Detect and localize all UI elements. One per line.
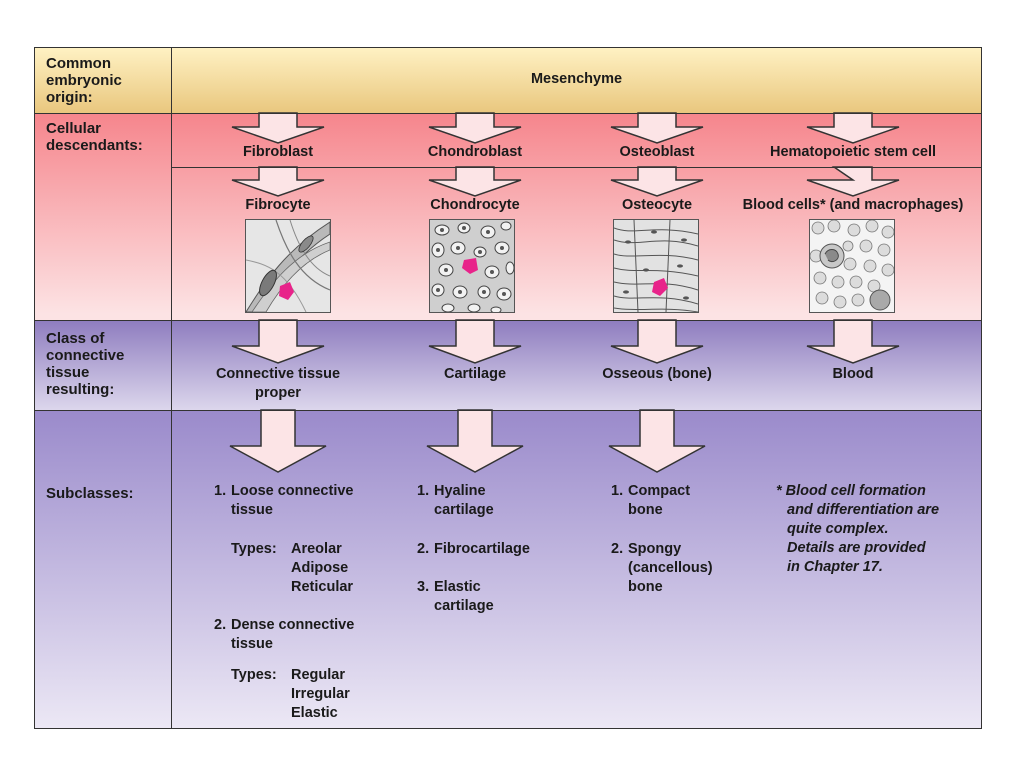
loose-ct-types-label: Types: bbox=[231, 541, 277, 557]
blood-cells-micrograph-icon bbox=[809, 219, 895, 313]
divider-blast-cyte bbox=[171, 167, 982, 168]
subclasses-row bbox=[34, 410, 982, 729]
arrow-osteoblast-to-osteocyte bbox=[610, 166, 704, 197]
blood-cells-label: Blood cells* (and macrophages) bbox=[742, 197, 964, 213]
arrow-chondrocyte-to-cartilage bbox=[428, 319, 522, 364]
chondroblast-label: Chondroblast bbox=[427, 144, 523, 160]
fibroblast-label: Fibroblast bbox=[242, 144, 314, 160]
blood-label: Blood bbox=[832, 366, 874, 382]
arrow-fibroblast-to-fibrocyte bbox=[231, 166, 325, 197]
chondrocyte-label: Chondrocyte bbox=[430, 197, 520, 213]
loose-ct-item: 1.Loose connective tissue bbox=[214, 483, 354, 518]
arrow-chondroblast-to-chondrocyte bbox=[428, 166, 522, 197]
diagram-border bbox=[34, 47, 982, 729]
fibrocyte-label: Fibrocyte bbox=[245, 197, 311, 213]
osteocyte-label: Osteocyte bbox=[621, 197, 693, 213]
elastic-cartilage-item: 3.Elastic cartilage bbox=[417, 579, 494, 614]
arrow-mesenchyme-to-chondroblast bbox=[428, 112, 522, 144]
hematopoietic-stem-cell-label: Hematopoietic stem cell bbox=[770, 144, 936, 160]
header-column-divider bbox=[171, 47, 172, 729]
hyaline-cartilage-item: 1.Hyaline cartilage bbox=[417, 483, 494, 518]
osseous-label: Osseous (bone) bbox=[602, 366, 712, 382]
spongy-bone-item: 2.Spongy (cancellous) bone bbox=[611, 541, 713, 595]
arrow-blood-cells-to-blood bbox=[806, 319, 900, 364]
flow-arrows bbox=[229, 112, 900, 473]
blood-footnote: * Blood cell formation and differentiati… bbox=[776, 483, 940, 575]
origin-row bbox=[34, 47, 982, 113]
arrow-bone-to-subclasses bbox=[608, 409, 706, 473]
divider-origin bbox=[34, 113, 982, 114]
mesenchyme-label: Mesenchyme bbox=[530, 71, 623, 87]
fibrocyte-micrograph-icon bbox=[245, 219, 331, 313]
dense-ct-types-label: Types: bbox=[231, 667, 277, 683]
divider-class bbox=[34, 410, 982, 411]
osteoblast-label: Osteoblast bbox=[619, 144, 695, 160]
chondrocyte-micrograph-icon bbox=[429, 219, 515, 313]
cartilage-label: Cartilage bbox=[443, 366, 507, 382]
subclasses-row-label: Subclasses: bbox=[46, 485, 134, 502]
arrow-mesenchyme-to-fibroblast bbox=[231, 112, 325, 144]
arrow-ct-proper-to-subclasses bbox=[229, 409, 327, 473]
class-row bbox=[34, 320, 982, 410]
arrow-mesenchyme-to-osteoblast bbox=[610, 112, 704, 144]
dense-ct-item: 2.Dense connective tissue bbox=[214, 617, 355, 652]
compact-bone-item: 1.Compact bone bbox=[611, 483, 691, 518]
osteocyte-micrograph-icon bbox=[613, 219, 699, 313]
arrow-hematopoietic-to-blood-cells bbox=[806, 166, 900, 197]
fibrocartilage-item: 2.Fibrocartilage bbox=[417, 541, 530, 557]
arrow-osteocyte-to-bone bbox=[610, 319, 704, 364]
arrow-fibrocyte-to-ct-proper bbox=[231, 319, 325, 364]
arrow-cartilage-to-subclasses bbox=[426, 409, 524, 473]
divider-descendants bbox=[34, 320, 982, 321]
arrow-mesenchyme-to-hematopoietic bbox=[806, 112, 900, 144]
